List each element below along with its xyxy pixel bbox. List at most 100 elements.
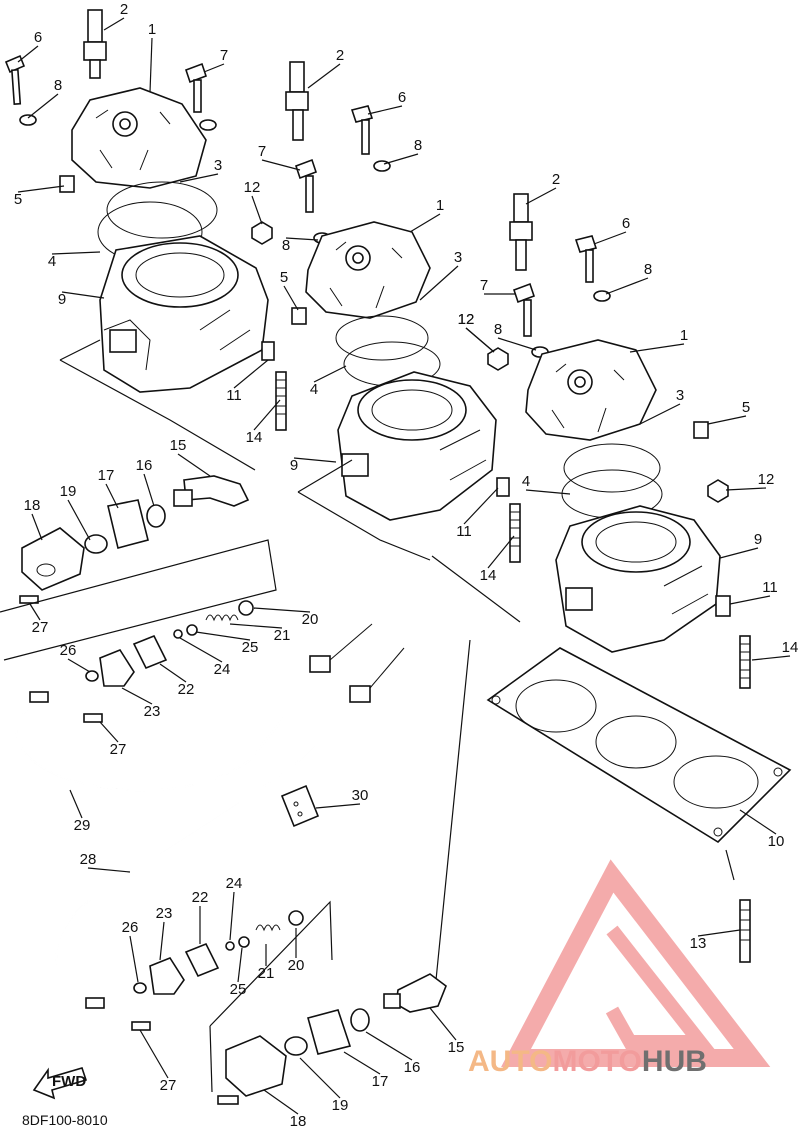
leader-27 — [139, 1029, 169, 1079]
callout-2: 2 — [552, 171, 560, 188]
callout-7: 7 — [480, 277, 488, 294]
callout-11: 11 — [456, 523, 472, 540]
leader-7 — [261, 159, 301, 171]
callout-1: 1 — [680, 327, 688, 344]
leader-19 — [67, 499, 91, 541]
seal-16a — [146, 504, 166, 528]
leader-16 — [365, 1031, 413, 1061]
callout-28: 28 — [80, 851, 97, 868]
callout-12: 12 — [458, 311, 475, 328]
lever-23b — [149, 957, 185, 995]
logo-text: AUTOMOTOHUB — [468, 1045, 707, 1079]
stud-14-cyl1 — [275, 371, 287, 431]
leader-10 — [739, 809, 777, 835]
o-ring-3-cyl2 — [335, 315, 429, 361]
cylinder-body-2 — [337, 371, 497, 521]
callout-4: 4 — [522, 473, 530, 490]
callout-15: 15 — [448, 1039, 465, 1056]
leader-25 — [237, 947, 243, 983]
washer-8b-cyl1 — [199, 119, 217, 131]
leader-2 — [103, 17, 125, 31]
gasket-22b — [184, 942, 220, 978]
leader-12 — [251, 195, 263, 225]
leader-21 — [229, 623, 283, 629]
leader-17 — [105, 483, 119, 509]
callout-4: 4 — [310, 381, 318, 398]
callout-3: 3 — [454, 249, 462, 266]
leader-17 — [343, 1051, 381, 1075]
leader-8 — [285, 237, 319, 241]
screw-27a — [19, 595, 39, 604]
leader-6 — [367, 105, 403, 115]
leader-12 — [465, 327, 495, 353]
plate-17b — [307, 1009, 352, 1055]
seal-16b — [350, 1008, 370, 1032]
dowel-11-cyl3 — [715, 595, 731, 617]
callout-7: 7 — [220, 47, 228, 64]
callout-29: 29 — [74, 817, 91, 834]
leader-3 — [179, 173, 219, 183]
callout-19: 19 — [332, 1097, 349, 1114]
callout-8: 8 — [414, 137, 422, 154]
cylinder-head-1 — [71, 87, 207, 189]
callout-24: 24 — [226, 875, 243, 892]
screw-27d — [217, 1095, 239, 1105]
callout-9: 9 — [58, 291, 66, 308]
callout-26: 26 — [122, 919, 139, 936]
leader-25 — [195, 631, 251, 641]
callout-8: 8 — [282, 237, 290, 254]
dowel-5-cyl3 — [693, 421, 709, 439]
leader-20 — [253, 607, 311, 613]
cylinder-2-assembly — [285, 61, 521, 563]
upper-sub-assembly — [0, 475, 277, 723]
dowel-5-cyl2 — [291, 307, 307, 325]
callout-2: 2 — [120, 1, 128, 18]
callout-3: 3 — [676, 387, 684, 404]
washer-24a — [173, 629, 183, 639]
leader-15 — [177, 453, 211, 477]
housing-18b — [225, 1035, 287, 1097]
callout-6: 6 — [622, 215, 630, 232]
cylinder-head-2 — [305, 221, 431, 319]
leader-18 — [31, 513, 43, 541]
stud-14-cyl2 — [509, 503, 521, 563]
leader-4 — [525, 489, 571, 495]
callout-leaders — [17, 17, 791, 1115]
callout-20: 20 — [302, 611, 319, 628]
callout-13: 13 — [690, 935, 707, 952]
leader-22 — [159, 663, 187, 683]
callout-21: 21 — [258, 965, 275, 982]
o-ring-3-cyl3 — [563, 443, 661, 493]
leader-1 — [149, 37, 153, 93]
callout-4: 4 — [48, 253, 56, 270]
washer-8-cyl1 — [19, 114, 37, 126]
spark-plug-1 — [83, 9, 107, 79]
nut-12-cyl3 — [707, 479, 729, 503]
sensor-15a — [183, 475, 250, 507]
diagram-code: 8DF100-8010 — [22, 1112, 108, 1128]
leader-5 — [707, 415, 747, 425]
callout-2: 2 — [336, 47, 344, 64]
leader-23 — [159, 921, 165, 961]
logo-part-3: HUB — [641, 1045, 707, 1078]
dowel-11-cyl1 — [261, 341, 275, 361]
callout-25: 25 — [242, 639, 259, 656]
leader-6 — [593, 231, 627, 245]
nut-20a — [238, 600, 254, 616]
bolt-7-cyl3 — [512, 282, 536, 337]
callout-12: 12 — [458, 311, 475, 328]
callout-25: 25 — [230, 981, 247, 998]
nut-26a — [85, 670, 99, 682]
leader-14 — [253, 399, 281, 431]
leader-29 — [69, 789, 83, 819]
leader-3 — [639, 403, 681, 425]
callout-1: 1 — [436, 197, 444, 214]
leader-18 — [263, 1089, 299, 1115]
callout-11: 11 — [226, 387, 242, 404]
leader-14 — [487, 535, 515, 569]
leader-5 — [283, 285, 299, 311]
bolt-7-cyl2 — [294, 158, 318, 213]
cable-28 — [55, 647, 405, 1009]
leader-8 — [497, 337, 537, 351]
